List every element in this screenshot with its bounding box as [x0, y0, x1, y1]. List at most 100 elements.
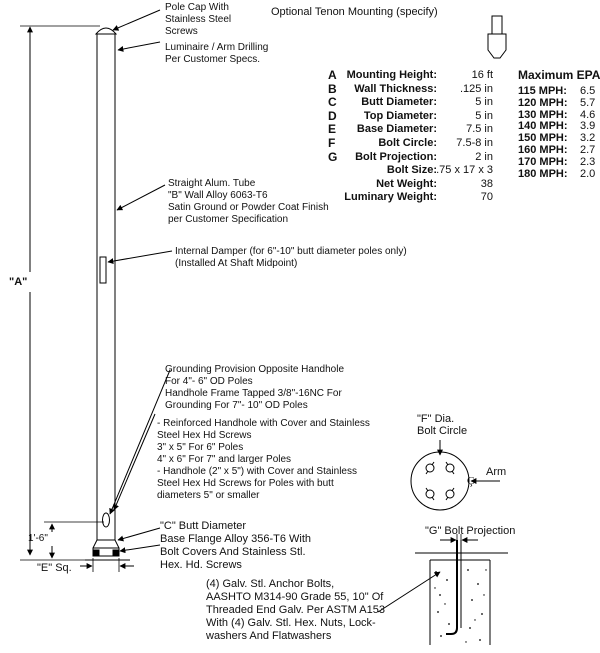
callout-line: diameters 5" or smaller	[157, 490, 260, 501]
callout-line: With (4) Galv. Stl. Hex. Nuts, Lock-	[206, 617, 376, 629]
spec-letter: B	[328, 81, 337, 96]
callout-line: Grounding Provision Opposite Handhole	[165, 364, 344, 375]
damper-callout: Internal Damper (for 6"-10" butt diamete…	[175, 246, 407, 270]
spec-letter: C	[328, 95, 337, 110]
callout-line: For 4"- 6" OD Poles	[165, 376, 253, 387]
epa-title: Maximum EPA	[518, 68, 600, 82]
spec-label: Bolt Projection:	[355, 150, 437, 163]
bolt-circle	[410, 451, 470, 511]
tenon-top	[491, 15, 503, 35]
epa-value: 3.9	[580, 120, 596, 133]
spec-value: 2 in	[475, 150, 493, 163]
callout-line: - Handhole (2" x 5") with Cover and Stai…	[157, 466, 357, 477]
epa-value: 2.3	[580, 155, 596, 168]
spec-letter: F	[328, 136, 336, 150]
callout-line: Bolt Circle	[417, 425, 468, 437]
arm-label: Arm	[486, 466, 507, 478]
spec-value: 5 in	[475, 96, 493, 109]
spec-label: Wall Thickness:	[354, 82, 437, 95]
callout-line: (Installed At Shaft Midpoint)	[175, 258, 298, 269]
callout-line: Satin Ground or Powder Coat Finish	[168, 202, 329, 213]
epa-value: 4.6	[580, 108, 596, 121]
callout-line: Steel Hex Hd Screws	[157, 430, 252, 441]
spec-value: 16 ft	[471, 69, 493, 81]
epa-label: 150 MPH:	[518, 132, 568, 145]
grounding-callout: Grounding Provision Opposite Handhole Fo…	[165, 364, 344, 412]
spec-value: 38	[480, 177, 493, 190]
handhole	[102, 512, 110, 528]
callout-line: Handhole Frame Tapped 3/8"-16NC For	[165, 388, 342, 399]
tenon-base	[487, 33, 507, 59]
callout-line: Per Customer Specs.	[165, 54, 261, 65]
callout-line: Steel Hex Hd Screws for Poles with butt	[157, 478, 334, 489]
spec-label: Butt Diameter:	[361, 96, 437, 109]
spec-value: .125 in	[459, 82, 493, 95]
epa-value: 2.7	[580, 144, 596, 156]
callout-line: Internal Damper (for 6"-10" butt diamete…	[175, 246, 407, 257]
handhole-callout: - Reinforced Handhole with Cover and Sta…	[157, 418, 370, 502]
spec-letter: D	[328, 108, 337, 123]
epa-label: 160 MPH:	[518, 144, 568, 156]
callout-line: Grounding For 7"- 10" OD Poles	[165, 400, 308, 411]
epa-label: 130 MPH:	[518, 108, 568, 121]
callout-line: 4" x 6" For 7" and larger Poles	[157, 454, 292, 465]
callout-line: Bolt Covers And Stainless Stl.	[160, 546, 306, 558]
epa-label: 180 MPH:	[518, 167, 568, 180]
epa-label: 120 MPH:	[518, 96, 568, 109]
damper-marker	[99, 256, 107, 284]
pole-cap	[94, 27, 118, 35]
dim-1-6-label: 1'-6"	[28, 533, 48, 544]
epa-value: 3.2	[580, 132, 596, 145]
spec-letter: A	[328, 68, 337, 82]
spec-letter: G	[328, 149, 338, 164]
callout-line: AASHTO M314-90 Grade 55, 10" Of	[206, 591, 384, 603]
callout-line: "B" Wall Alloy 6063-T6	[168, 190, 268, 201]
callout-line: (4) Galv. Stl. Anchor Bolts,	[206, 578, 335, 590]
luminaire-callout: Luminaire / Arm Drilling Per Customer Sp…	[165, 42, 268, 66]
dim-g-label: "G" Bolt Projection	[425, 525, 516, 537]
spec-letter: E	[328, 122, 337, 137]
callout-line: 3" x 5" For 6" Poles	[157, 442, 244, 453]
base-callout: "C" Butt Diameter Base Flange Alloy 356-…	[160, 520, 311, 572]
epa-label: 140 MPH:	[518, 120, 568, 133]
callout-line: Luminaire / Arm Drilling	[165, 42, 269, 53]
callout-line: - Reinforced Handhole with Cover and Sta…	[157, 418, 370, 429]
epa-value: 2.0	[580, 167, 596, 180]
spec-label: Top Diameter:	[363, 109, 437, 122]
pole-cap-callout: Pole Cap With Stainless Steel Screws	[165, 2, 231, 38]
callout-line: "C" Butt Diameter	[160, 520, 247, 532]
callout-line: Hex. Hd. Screws	[160, 559, 242, 571]
callout-line: Pole Cap With	[165, 2, 229, 13]
epa-value: 5.7	[580, 96, 596, 109]
spec-value: 7.5-8 in	[456, 137, 493, 149]
tenon-label: Optional Tenon Mounting (specify)	[271, 6, 438, 18]
epa-label: 115 MPH:	[518, 85, 567, 97]
tube-callout: Straight Alum. Tube "B" Wall Alloy 6063-…	[168, 178, 329, 226]
callout-line: Stainless Steel	[165, 14, 232, 25]
spec-value: 5 in	[475, 109, 493, 122]
epa-value: 6.5	[580, 85, 596, 97]
spec-value: 7.5 in	[466, 123, 493, 136]
spec-value: .75 x 17 x 3	[436, 164, 493, 177]
callout-line: Straight Alum. Tube	[168, 178, 256, 189]
callout-line: Threaded End Galv. Per ASTM A153	[206, 604, 385, 616]
concrete-hatch	[434, 569, 487, 643]
spec-label: Luminary Weight:	[344, 191, 437, 204]
dim-f-label: "F" Dia. Bolt Circle	[417, 413, 467, 437]
dim-e-label: "E" Sq.	[37, 562, 72, 574]
callout-line: "F" Dia.	[417, 413, 455, 425]
spec-label: Base Diameter:	[356, 123, 437, 136]
callout-line: Base Flange Alloy 356-T6 With	[160, 533, 312, 545]
anchor-callout: (4) Galv. Stl. Anchor Bolts, AASHTO M314…	[206, 578, 385, 643]
svg-text:Ç: Ç	[467, 475, 474, 487]
callout-line: washers And Flatwashers	[206, 630, 332, 642]
spec-label: Bolt Size:	[386, 164, 437, 177]
spec-label: Mounting Height:	[346, 69, 437, 81]
spec-label: Bolt Circle:	[378, 137, 437, 149]
dim-a-label: "A"	[9, 276, 28, 288]
callout-line: Screws	[165, 26, 198, 37]
callout-line: per Customer Specification	[168, 214, 289, 225]
spec-label: Net Weight:	[376, 177, 437, 190]
spec-value: 70	[480, 191, 493, 204]
